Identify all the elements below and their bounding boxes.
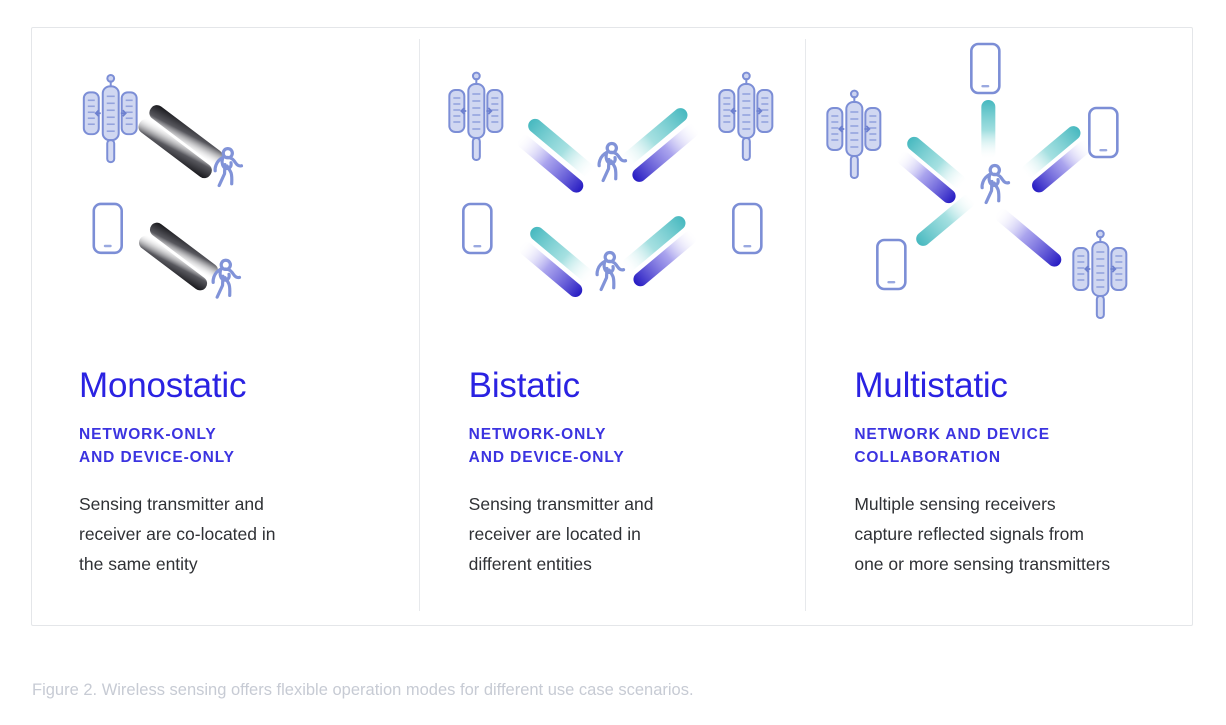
mode-description: Sensing transmitter and receiver are co-… [79,489,399,579]
signal-beam-teal [907,136,966,189]
signal-beam-teal [1022,126,1081,178]
signal-beam-blue [897,151,956,204]
mode-subtitle: NETWORK-ONLY AND DEVICE-ONLY [79,423,399,469]
multistatic-diagram [805,28,1192,348]
signal-beam-blue [995,208,1062,267]
signal-beam-teal [529,226,593,283]
mode-description-line: one or more sensing transmitters [854,554,1111,574]
mode-subtitle-line: AND DEVICE-ONLY [468,449,625,466]
person-icon [595,250,625,292]
mode-description-line: capture reflected signals from [854,524,1084,544]
modes-card: Monostatic NETWORK-ONLY AND DEVICE-ONLY … [31,27,1193,626]
mode-description-line: receiver are located in [468,524,641,544]
mode-subtitle-line: NETWORK AND DEVICE [854,426,1050,443]
mode-subtitle: NETWORK-ONLY AND DEVICE-ONLY [469,423,786,469]
signal-beam-teal [527,118,594,177]
mode-description: Multiple sensing receivers capture refle… [854,489,1172,579]
signal-beam-teal [981,100,996,160]
smartphone-icon [92,202,123,255]
smartphone-icon [970,42,1001,95]
mode-description-line: Multiple sensing receivers [854,494,1056,514]
smartphone-icon [876,238,907,291]
monostatic-text: Monostatic NETWORK-ONLY AND DEVICE-ONLY … [79,365,399,579]
figure-caption: Figure 2. Wireless sensing offers flexib… [32,681,694,699]
signal-beam-teal [621,108,688,166]
monostatic-diagram [32,28,419,348]
mode-description-line: Sensing transmitter and [468,494,654,514]
mode-subtitle-line: NETWORK-ONLY [79,426,217,443]
signal-beam-blue [1032,141,1091,193]
smartphone-icon [731,202,763,255]
signal-beam-teal [916,194,975,246]
person-icon [597,141,627,183]
signal-beam-dark [139,222,219,291]
smartphone-icon [1088,106,1119,159]
person-icon [980,163,1011,205]
mode-subtitle: NETWORK AND DEVICE COLLABORATION [854,423,1172,469]
base-station-icon [826,89,882,179]
mode-title: Monostatic [79,366,247,405]
mode-columns: Monostatic NETWORK-ONLY AND DEVICE-ONLY … [32,28,1192,625]
mode-description-line: the same entity [79,554,198,574]
mode-subtitle-line: NETWORK-ONLY [468,426,607,443]
signal-beam-teal [622,216,686,272]
base-station-icon [718,71,774,161]
smartphone-icon [461,202,493,255]
signal-beam-dark [138,105,223,179]
mode-description-line: receiver are co-located in [79,524,276,544]
multistatic-text: Multistatic NETWORK AND DEVICE COLLABORA… [854,365,1172,579]
bistatic-diagram [419,28,806,348]
mode-title: Bistatic [468,366,580,405]
signal-beam-blue [518,241,582,298]
signal-beam-blue [633,231,697,287]
mode-description-line: different entities [468,554,592,574]
base-station-icon [82,73,138,164]
person-icon [211,258,242,299]
base-station-icon [448,71,504,161]
mode-column-monostatic: Monostatic NETWORK-ONLY AND DEVICE-ONLY … [32,28,419,625]
signal-beam-blue [516,134,583,193]
signal-beam-blue [632,124,699,182]
mode-subtitle-line: AND DEVICE-ONLY [79,449,235,466]
mode-column-bistatic: Bistatic NETWORK-ONLY AND DEVICE-ONLY Se… [418,28,806,625]
bistatic-text: Bistatic NETWORK-ONLY AND DEVICE-ONLY Se… [469,365,786,579]
mode-description-line: Sensing transmitter and [79,494,264,514]
mode-title: Multistatic [854,366,1008,405]
mode-description: Sensing transmitter and receiver are loc… [469,489,786,579]
mode-column-multistatic: Multistatic NETWORK AND DEVICE COLLABORA… [805,28,1192,625]
mode-subtitle-line: COLLABORATION [854,449,1001,466]
base-station-icon [1072,229,1128,319]
